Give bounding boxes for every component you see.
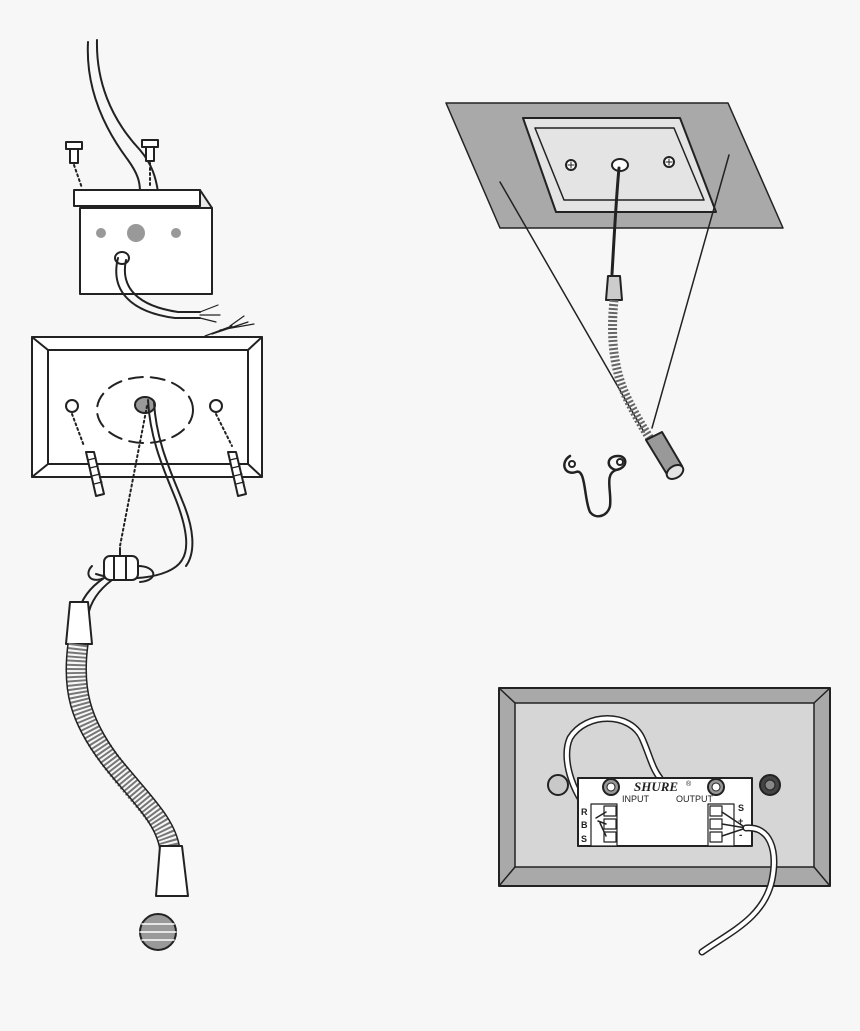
- terminal-label-s-right: S: [738, 803, 744, 813]
- screw-icon: [141, 139, 159, 189]
- mic-collar: [605, 275, 623, 301]
- input-label: INPUT: [622, 794, 650, 804]
- loop-cable-edge: [87, 579, 113, 617]
- mount-hole: [547, 774, 569, 796]
- cable-clip-icon: [87, 547, 155, 583]
- left-terminal-block: [590, 803, 618, 847]
- brand-mark: ®: [686, 780, 692, 788]
- brand-logo: SHURE: [634, 779, 678, 794]
- wire-hook-icon: [563, 454, 627, 518]
- terminal-label-plus: +: [738, 816, 743, 826]
- wall-anchor-icon: [85, 451, 105, 497]
- terminal-label-minus: -: [739, 830, 742, 841]
- panel-junction-box: [31, 39, 263, 951]
- wall-plate: [31, 336, 263, 478]
- wall-anchor-icon: [227, 451, 247, 497]
- junction-box: [73, 189, 213, 295]
- hanging-gooseneck: [608, 299, 656, 445]
- gooseneck-icon: [66, 642, 180, 852]
- gooseneck-collar: [65, 601, 93, 645]
- suspension-wire: [651, 154, 730, 429]
- panel-wiring-plate: SHURE ® INPUT OUTPUT R B S S + -: [498, 687, 831, 956]
- mic-head-icon: [155, 845, 189, 897]
- output-label: OUTPUT: [676, 794, 714, 804]
- box-cable-edge: [123, 259, 201, 313]
- gooseneck-outline: [65, 643, 161, 851]
- suspension-wire: [499, 181, 645, 433]
- drop-line: [119, 405, 148, 547]
- gooseneck-outline: [85, 643, 181, 851]
- terminal-label-r: R: [581, 807, 588, 817]
- hanging-cable: [610, 166, 621, 276]
- panel-ceiling-mount: [445, 102, 784, 518]
- incoming-cable: [86, 41, 141, 193]
- screw-icon: [565, 159, 577, 171]
- box-cable: [115, 257, 201, 319]
- screw-icon: [663, 156, 675, 168]
- terminal-label-b: B: [581, 820, 588, 830]
- incoming-cable-edge: [95, 39, 159, 193]
- screw-icon: [65, 141, 83, 189]
- wire-ends: [199, 304, 255, 337]
- plate-cable: [95, 399, 188, 580]
- plate-cable-edge: [153, 401, 194, 567]
- terminal-label-s: S: [581, 834, 587, 844]
